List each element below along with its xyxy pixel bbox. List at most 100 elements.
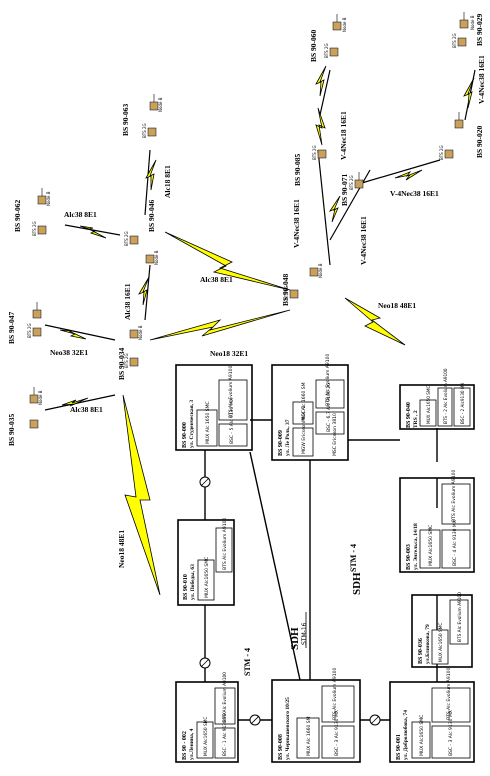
station-cluster-034: Node B BTS 2G <box>124 325 143 368</box>
site-title: BS 90-010 <box>183 574 189 600</box>
bts-label: BTS 2G <box>27 323 32 338</box>
link-label-l4: V-4Nec38 16E1 <box>390 189 439 198</box>
site-bs90-000: BS 90-000 ул. Студенческая, 3 MUX Alc 16… <box>175 364 253 451</box>
site-bs90-009: BS 90-009 ул. Ле Роль, 37 MUX Alc 1660 S… <box>271 354 349 461</box>
bts-label: BTS 2G <box>312 145 317 160</box>
bts-label: BTS Alc Evolium A9100 <box>222 518 228 570</box>
station-cluster-062: Node B BTS 2G <box>32 188 51 236</box>
node-label-bs046: BS 90-046 <box>147 199 156 232</box>
bts-icon <box>457 37 467 47</box>
node-labels: BS 90-029 BS 90-020 BS 90-060 BS 90-063 … <box>7 13 484 446</box>
station-cluster-071: BTS 2G <box>349 172 364 190</box>
bsc-label: BSC - 3 Alc 9130 MX <box>334 710 340 756</box>
node-label-bs063: BS 90-063 <box>121 103 130 136</box>
bsc-label: BSC - 2 Alc9130 MX <box>460 383 465 424</box>
site-bs90-040: BS 90-040 TRS , 2 MUX Alc1650 SMC BTS - … <box>399 368 475 430</box>
bts-label: BTS 2G <box>124 231 129 246</box>
node-label-bs060: BS 90-060 <box>309 29 318 62</box>
site-title: BS 90-003 <box>406 544 412 570</box>
site-bs90-001: BS 90-001 ул. Добролюбова, 74 MUX Alc165… <box>389 668 475 763</box>
link-labels: V-4Nec38 16E1 V-4Nec18 16E1 V-4Nec38 16E… <box>50 55 486 568</box>
bolt-icon <box>122 394 161 596</box>
bolt-icon <box>61 397 89 407</box>
node-b-icon <box>454 119 464 129</box>
node-b-icon <box>149 101 159 111</box>
site-title: BS 90-009 <box>278 430 284 456</box>
site-title: BS 90-001 <box>396 734 402 760</box>
bts-label: BTS 2G <box>324 43 329 58</box>
ring-label-stm16: STM-16 <box>301 622 308 645</box>
bsc-label: BSC - 5 Alc 9130 MX <box>229 398 235 444</box>
bts-icon <box>37 225 47 235</box>
node-b-icon <box>459 19 469 29</box>
node-label-bs020: BS 90-020 <box>475 125 484 158</box>
site-address: ул. Студенческая, 3 <box>189 400 195 448</box>
node-b-label: Node B <box>138 325 143 340</box>
mux-label: MUX Alc 1660 SM <box>306 716 312 756</box>
bts-icon <box>147 127 157 137</box>
mgw-label: MGW Ericsson MGC-1 <box>301 405 307 454</box>
bolt-icon <box>394 169 423 181</box>
bts-icon <box>129 357 139 367</box>
bts-icon <box>354 179 364 189</box>
bolt-icon <box>344 297 406 346</box>
link-label-l5: V-4Nec38 16E1 <box>477 55 486 104</box>
station-cluster-085: BTS 2G <box>312 145 327 160</box>
mux-label: MUX Alc1650 SMC <box>419 715 425 756</box>
mux-label: MUX Alc 1660 SM <box>301 382 307 422</box>
bolt-icon <box>145 159 157 191</box>
node-b-label: Node B <box>158 97 163 112</box>
site-title: BS 90-000 <box>182 422 188 448</box>
site-bs90-003: BS 90-003 ул. Энгельса, 14/18 MUX Alc165… <box>399 470 475 573</box>
bts-label: BTS Alc Evolium A9100 <box>451 470 457 522</box>
station-cluster-035: Node B <box>29 387 43 429</box>
node-label-bs029: BS 90-029 <box>475 13 484 46</box>
site-bs90-002: BS 90 - 002 ул.Ленина, 4 MUX Alc1650 SMC… <box>175 672 239 763</box>
bts-icon <box>29 419 39 429</box>
radio-links <box>44 69 476 411</box>
link-label-l14: Neo18 48E1 <box>117 530 126 568</box>
station-cluster-020: BTS 2G <box>439 112 464 160</box>
link-label-l9: Alc38 8E1 <box>200 275 233 284</box>
mux-label: MUX Alc 1650 SMC <box>205 401 211 444</box>
mux-label: MUX Alc1650 SMC <box>426 386 431 424</box>
node-b-icon <box>129 235 139 245</box>
site-title: BS 90 - 002 <box>182 731 188 760</box>
bts-label: BTS Alc Evolium A9100 <box>222 672 228 722</box>
bts-label: BTS Alc Evolium A9100 <box>228 366 234 418</box>
link-label-l12: Neo18 32E1 <box>210 349 248 358</box>
link-label-l11: Alc38 8E1 <box>70 405 103 414</box>
mux-label: MUX Alc1650 SMC <box>203 717 209 756</box>
connectors <box>199 476 381 726</box>
site-address: ул.Блинкова, 79 <box>425 624 431 664</box>
node-b-icon <box>332 21 342 31</box>
site-address: ул. Победы, 63 <box>189 564 196 600</box>
site-bs90-036: BS 90-036 ул.Блинкова, 79 MUX Alc1650 SM… <box>411 592 473 668</box>
link-label-l2: V-4Nec18 16E1 <box>339 111 348 160</box>
sdh-ring: SDH SDH STM-16 STM - 4 STM - 4 <box>204 419 438 721</box>
station-cluster-047: BTS 2G <box>27 302 42 338</box>
node-b-icon <box>317 149 327 159</box>
bts-label: BTS 2G <box>452 33 457 48</box>
bsc-label: BSC - 3 Alc 9130 MX <box>448 710 454 756</box>
bsc-label: BSC - 1 Alc 9130 MX <box>222 712 228 756</box>
link-label-l8: Alc38 16E1 <box>123 283 132 320</box>
bts-icon <box>329 47 339 57</box>
node-label-bs047: BS 90-047 <box>7 311 16 344</box>
site-title: BS 90-040 <box>406 402 412 428</box>
node-b-icon <box>29 394 39 404</box>
mux-label: MUX Alc1650 SMC <box>428 525 434 566</box>
link-line-048-071 <box>329 169 371 241</box>
station-cluster-063: Node B BTS 2G <box>142 94 163 138</box>
node-label-bs034: BS 90-034 <box>117 347 126 380</box>
site-bs90-008: BS 90-008 ул. Чернышевского 10/25 MUX Al… <box>271 668 361 763</box>
link-line-071-020 <box>354 159 441 186</box>
station-cluster-046: BTS 2G Node B <box>124 231 159 265</box>
msc-label: MSC Ericsson 3810 <box>332 413 338 456</box>
node-b-icon <box>37 195 47 205</box>
bts-icon <box>289 289 299 299</box>
node-b-icon <box>32 309 42 319</box>
site-address: ул. Энгельса, 14/18 <box>413 523 419 570</box>
site-address: TRS , 2 <box>413 410 419 428</box>
